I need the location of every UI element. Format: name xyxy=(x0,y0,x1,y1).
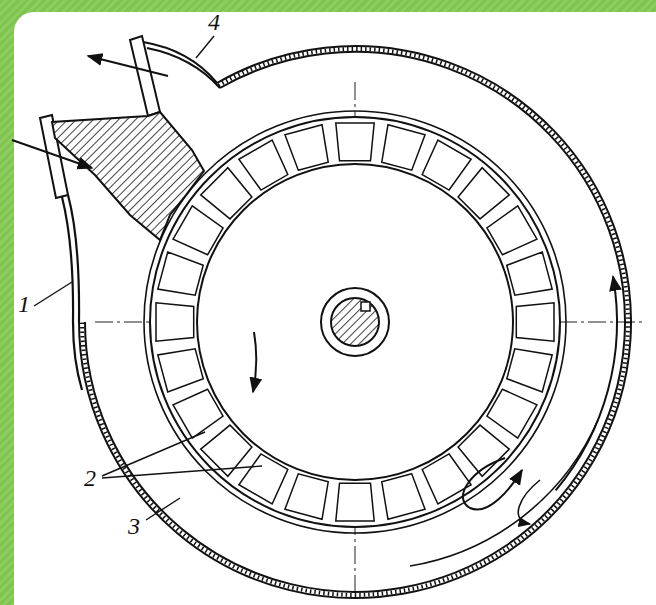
leader-lines xyxy=(34,36,262,520)
flow-arrows xyxy=(12,56,617,566)
outlet-flange xyxy=(130,36,160,116)
callout-number: 2 xyxy=(84,466,96,490)
callout-number: 3 xyxy=(128,514,140,538)
callout-number: 4 xyxy=(208,10,220,34)
callout-number: 1 xyxy=(18,292,30,316)
